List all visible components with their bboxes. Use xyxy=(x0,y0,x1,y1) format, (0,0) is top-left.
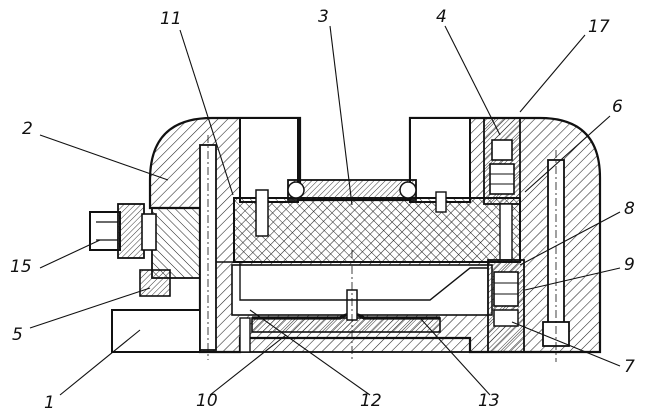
label-7: 7 xyxy=(624,357,635,377)
air-channel xyxy=(216,261,488,301)
insert-round-right xyxy=(399,181,417,199)
block-screw-right xyxy=(435,191,447,213)
label-9: 9 xyxy=(624,255,635,275)
label-3: 3 xyxy=(318,7,329,27)
leader-lines xyxy=(29,25,621,396)
valve-channel xyxy=(499,203,513,261)
base-plate xyxy=(111,309,201,353)
insert-round-left xyxy=(287,181,305,199)
block-screw-left xyxy=(255,189,269,237)
label-10: 10 xyxy=(196,391,218,411)
label-2: 2 xyxy=(22,119,33,139)
housing-window-right xyxy=(409,117,471,203)
label-11: 11 xyxy=(160,9,182,29)
pressure-plate xyxy=(251,317,441,333)
part-labels: 11 3 4 17 6 2 8 15 9 5 7 1 10 12 13 xyxy=(10,7,635,413)
label-17: 17 xyxy=(588,17,610,37)
valve-assembly-top xyxy=(483,117,521,205)
lower-cavity xyxy=(231,264,493,316)
label-13: 13 xyxy=(478,391,500,411)
label-6: 6 xyxy=(612,97,623,117)
label-4: 4 xyxy=(436,7,447,27)
bottom-cover xyxy=(239,337,471,353)
central-block xyxy=(233,197,521,263)
quick-connector xyxy=(89,203,157,259)
block-top-insert xyxy=(287,179,417,201)
label-8: 8 xyxy=(624,199,635,219)
label-1: 1 xyxy=(44,393,55,413)
label-12: 12 xyxy=(360,391,382,411)
fitting-5 xyxy=(139,269,171,297)
side-bracket xyxy=(151,207,201,279)
label-5: 5 xyxy=(12,325,23,345)
valve-assembly-bottom xyxy=(487,259,525,353)
label-15: 15 xyxy=(10,257,32,277)
